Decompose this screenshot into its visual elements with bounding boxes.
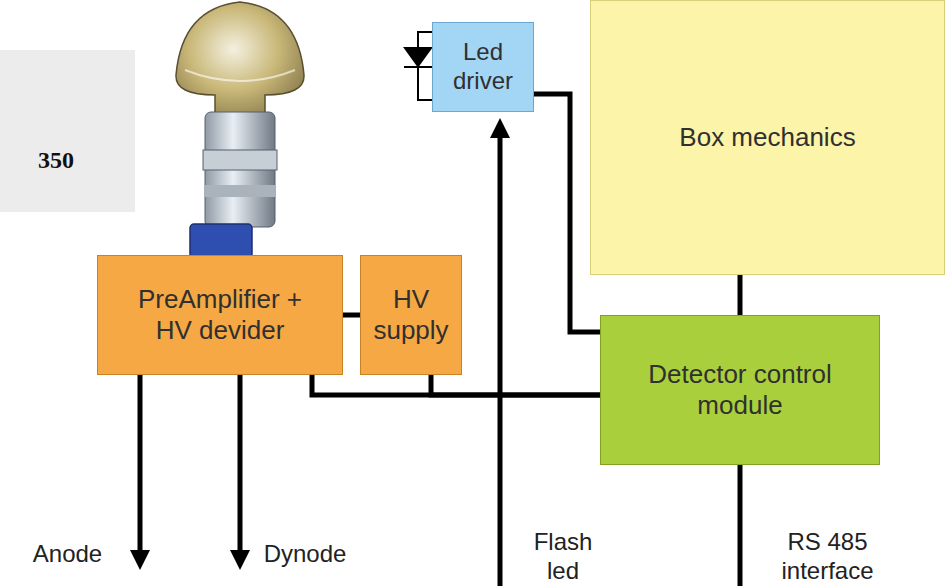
- driver-box: Led driver: [432, 22, 534, 112]
- signal-name: Anode: [10, 540, 125, 569]
- connector: [312, 375, 600, 395]
- box-text: HV supply: [366, 284, 456, 346]
- box-text: PreAmplifier + HV devider: [135, 284, 305, 346]
- preamp-box: PreAmplifier + HV devider: [97, 255, 343, 375]
- caption-panel: 350: [0, 50, 135, 212]
- signal-name: Dynode: [255, 540, 355, 569]
- led-symbol: [404, 32, 432, 100]
- box-text: Box mechanics: [679, 122, 855, 153]
- supply-box: HV supply: [360, 255, 462, 375]
- box-text: 350: [38, 146, 74, 175]
- box-text: Led driver: [438, 38, 528, 96]
- connector: [343, 313, 360, 318]
- mechanics-box: Box mechanics: [590, 0, 945, 275]
- box-text: Detector control module: [645, 359, 835, 421]
- interface-name: RS 485 interface: [765, 528, 890, 586]
- pmt-illustration: [176, 2, 304, 258]
- control-module-box: Detector control module: [600, 315, 880, 465]
- connector: [431, 375, 600, 395]
- connector: [738, 275, 743, 315]
- signal-name: Flash led: [518, 528, 608, 586]
